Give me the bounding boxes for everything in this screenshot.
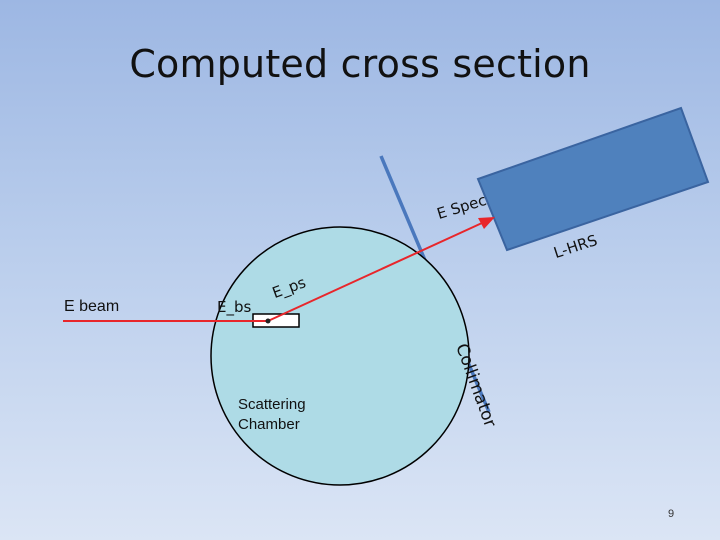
slide-title: Computed cross section xyxy=(129,42,591,86)
scattering-chamber-label: Scattering Chamber xyxy=(238,396,306,433)
spectrometer-box xyxy=(476,106,710,252)
scattering-vertex xyxy=(265,318,271,324)
scattering-chamber xyxy=(210,226,470,486)
e-bs-label: E_bs xyxy=(217,298,252,316)
page-number: 9 xyxy=(668,508,675,520)
e-beam-label: E beam xyxy=(64,298,120,315)
scattered-beam-arrowhead xyxy=(478,217,495,229)
scattered-beam xyxy=(267,222,483,322)
